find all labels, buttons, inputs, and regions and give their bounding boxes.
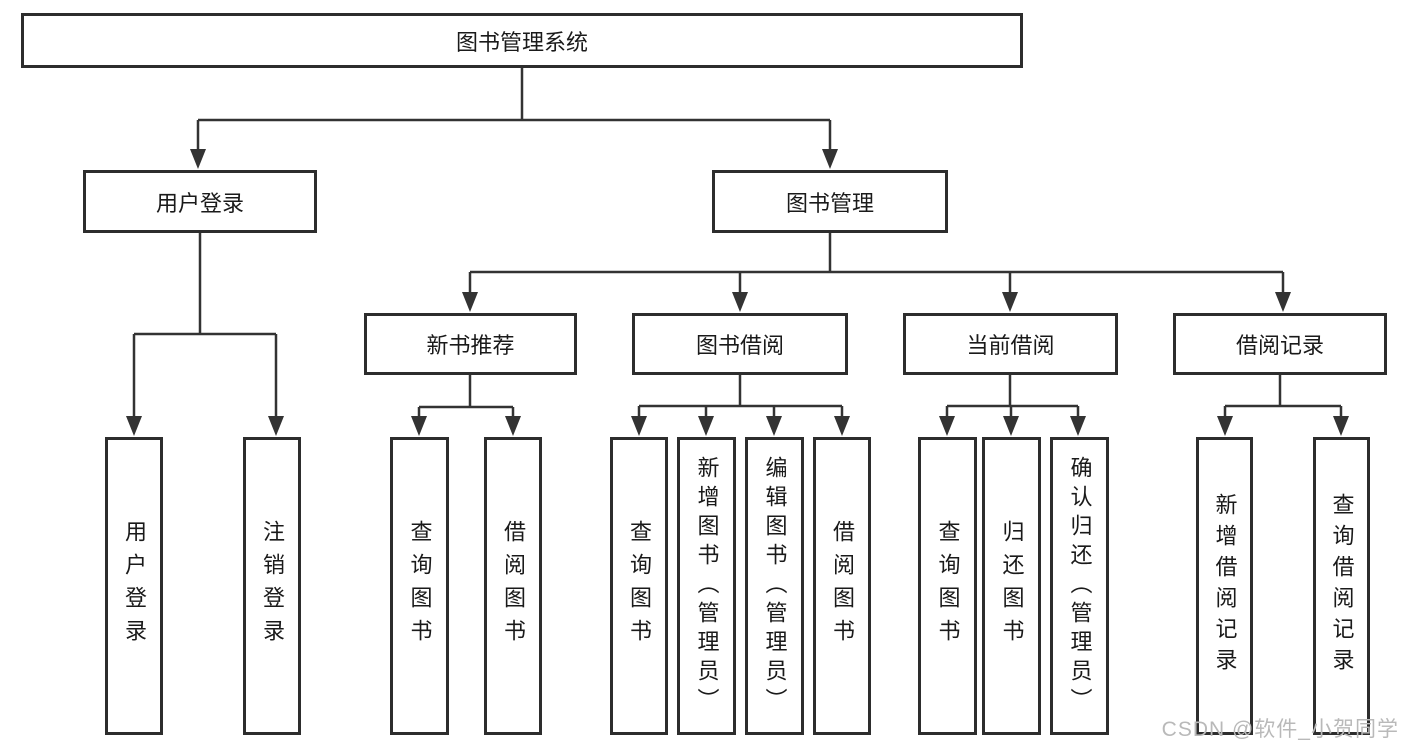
node-current-borrowing: 当前借阅 xyxy=(903,313,1118,375)
connector-current-borrow-to-leaves xyxy=(945,375,1080,420)
node-book-borrowing: 图书借阅 xyxy=(632,313,848,375)
connector-root-to-level2 xyxy=(196,68,832,152)
arrow-down-icon xyxy=(190,149,206,169)
arrow-down-icon xyxy=(462,292,478,312)
leaf-logout: 注销登录 xyxy=(243,437,301,735)
arrow-down-icon xyxy=(939,416,955,436)
leaf-query-book-recommend: 查询图书 xyxy=(390,437,449,735)
leaf-add-book-admin: 新增图书（管理员） xyxy=(677,437,736,735)
leaf-query-book-borrowing: 查询图书 xyxy=(610,437,668,735)
leaf-confirm-return-admin: 确认归还（管理员） xyxy=(1050,437,1109,735)
arrow-down-icon xyxy=(1217,416,1233,436)
connector-book-mgmt-to-level3 xyxy=(468,233,1285,296)
node-user-login: 用户登录 xyxy=(83,170,317,233)
connector-book-borrow-to-leaves xyxy=(637,375,844,420)
arrow-down-icon xyxy=(1070,416,1086,436)
arrow-down-icon xyxy=(411,416,427,436)
connector-borrow-records-to-leaves xyxy=(1223,375,1343,420)
arrow-down-icon xyxy=(631,416,647,436)
leaf-edit-book-admin: 编辑图书（管理员） xyxy=(745,437,804,735)
arrow-down-icon xyxy=(126,416,142,436)
arrowheads xyxy=(126,149,1349,436)
arrow-down-icon xyxy=(505,416,521,436)
arrow-down-icon xyxy=(766,416,782,436)
arrow-down-icon xyxy=(1002,292,1018,312)
leaf-query-book-current: 查询图书 xyxy=(918,437,977,735)
arrow-down-icon xyxy=(834,416,850,436)
arrow-down-icon xyxy=(1333,416,1349,436)
connector-new-book-to-leaves xyxy=(417,375,515,420)
leaf-borrow-book-recommend: 借阅图书 xyxy=(484,437,542,735)
node-borrowing-records: 借阅记录 xyxy=(1173,313,1387,375)
leaf-return-book: 归还图书 xyxy=(982,437,1041,735)
csdn-watermark: CSDN @软件_小贺同学 xyxy=(1161,718,1399,741)
leaf-query-borrow-record: 查询借阅记录 xyxy=(1313,437,1370,735)
arrow-down-icon xyxy=(268,416,284,436)
arrow-down-icon xyxy=(732,292,748,312)
arrow-down-icon xyxy=(698,416,714,436)
leaf-add-borrow-record: 新增借阅记录 xyxy=(1196,437,1253,735)
node-new-book-recommend: 新书推荐 xyxy=(364,313,577,375)
arrow-down-icon xyxy=(1003,416,1019,436)
leaf-user-login: 用户登录 xyxy=(105,437,163,735)
node-root-library-system: 图书管理系统 xyxy=(21,13,1023,68)
leaf-borrow-book-borrowing: 借阅图书 xyxy=(813,437,871,735)
arrow-down-icon xyxy=(822,149,838,169)
connector-user-login-to-leaves xyxy=(132,233,278,420)
arrow-down-icon xyxy=(1275,292,1291,312)
node-book-management: 图书管理 xyxy=(712,170,948,233)
